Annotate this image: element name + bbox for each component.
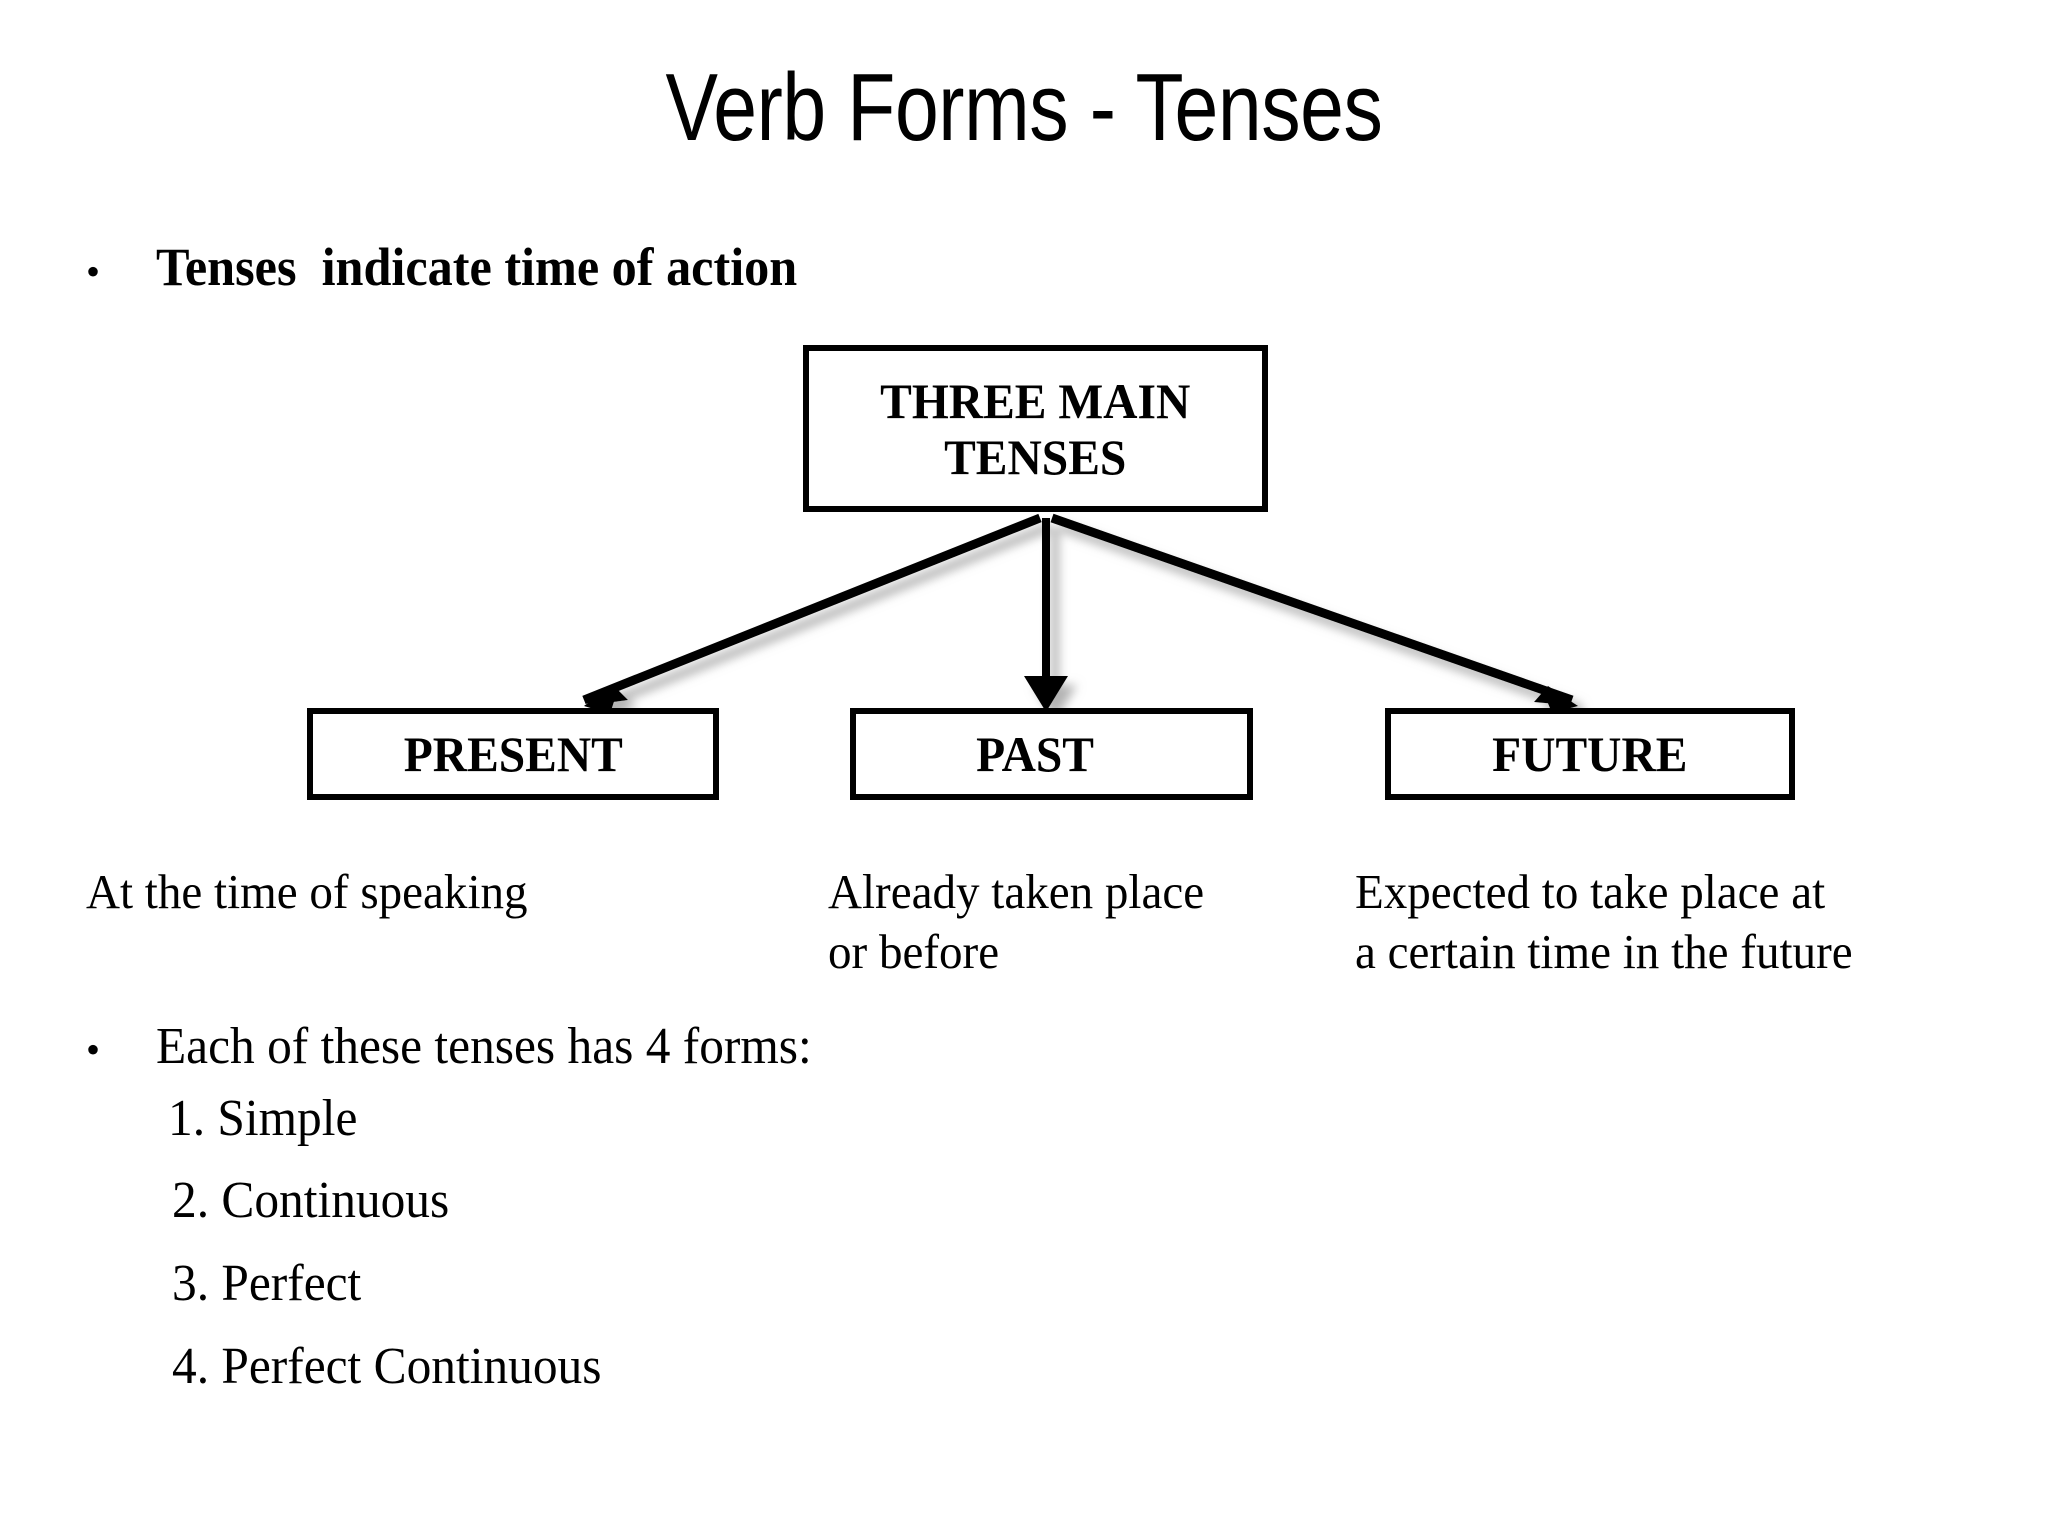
- node-label: PAST: [976, 726, 1095, 782]
- bullet-tenses-indicate-time: • Tenses indicate time of action: [86, 237, 845, 297]
- description-present: At the time of speaking: [86, 864, 528, 919]
- bullet-each-tense-has-4-forms: • Each of these tenses has 4 forms:: [86, 1018, 846, 1075]
- list-item: 2. Continuous: [172, 1172, 450, 1229]
- bullet-dot-icon: •: [86, 249, 101, 294]
- list-item: 4. Perfect Continuous: [172, 1338, 602, 1395]
- arrow-to-present-icon: [582, 513, 1042, 714]
- node-present: PRESENT: [307, 708, 719, 800]
- node-label: THREE MAIN TENSES: [880, 372, 1191, 485]
- description-past: Already taken place or before: [828, 864, 1205, 979]
- arrow-to-future-icon: [1050, 513, 1578, 713]
- node-label: PRESENT: [403, 726, 623, 782]
- bullet-dot-icon: •: [86, 1027, 101, 1072]
- description-future: Expected to take place at a certain time…: [1355, 864, 1853, 979]
- node-three-main-tenses: THREE MAIN TENSES: [803, 345, 1268, 512]
- list-item: 1. Simple: [168, 1090, 358, 1147]
- arrow-to-past-icon: [1024, 518, 1068, 712]
- node-past: PAST: [850, 708, 1253, 800]
- page-title: Verb Forms - Tenses: [665, 54, 1383, 161]
- list-item: 3. Perfect: [172, 1255, 362, 1312]
- node-label: FUTURE: [1492, 726, 1688, 782]
- bullet-label: Tenses indicate time of action: [156, 237, 798, 297]
- node-future: FUTURE: [1385, 708, 1795, 800]
- bullet-label: Each of these tenses has 4 forms:: [156, 1018, 812, 1075]
